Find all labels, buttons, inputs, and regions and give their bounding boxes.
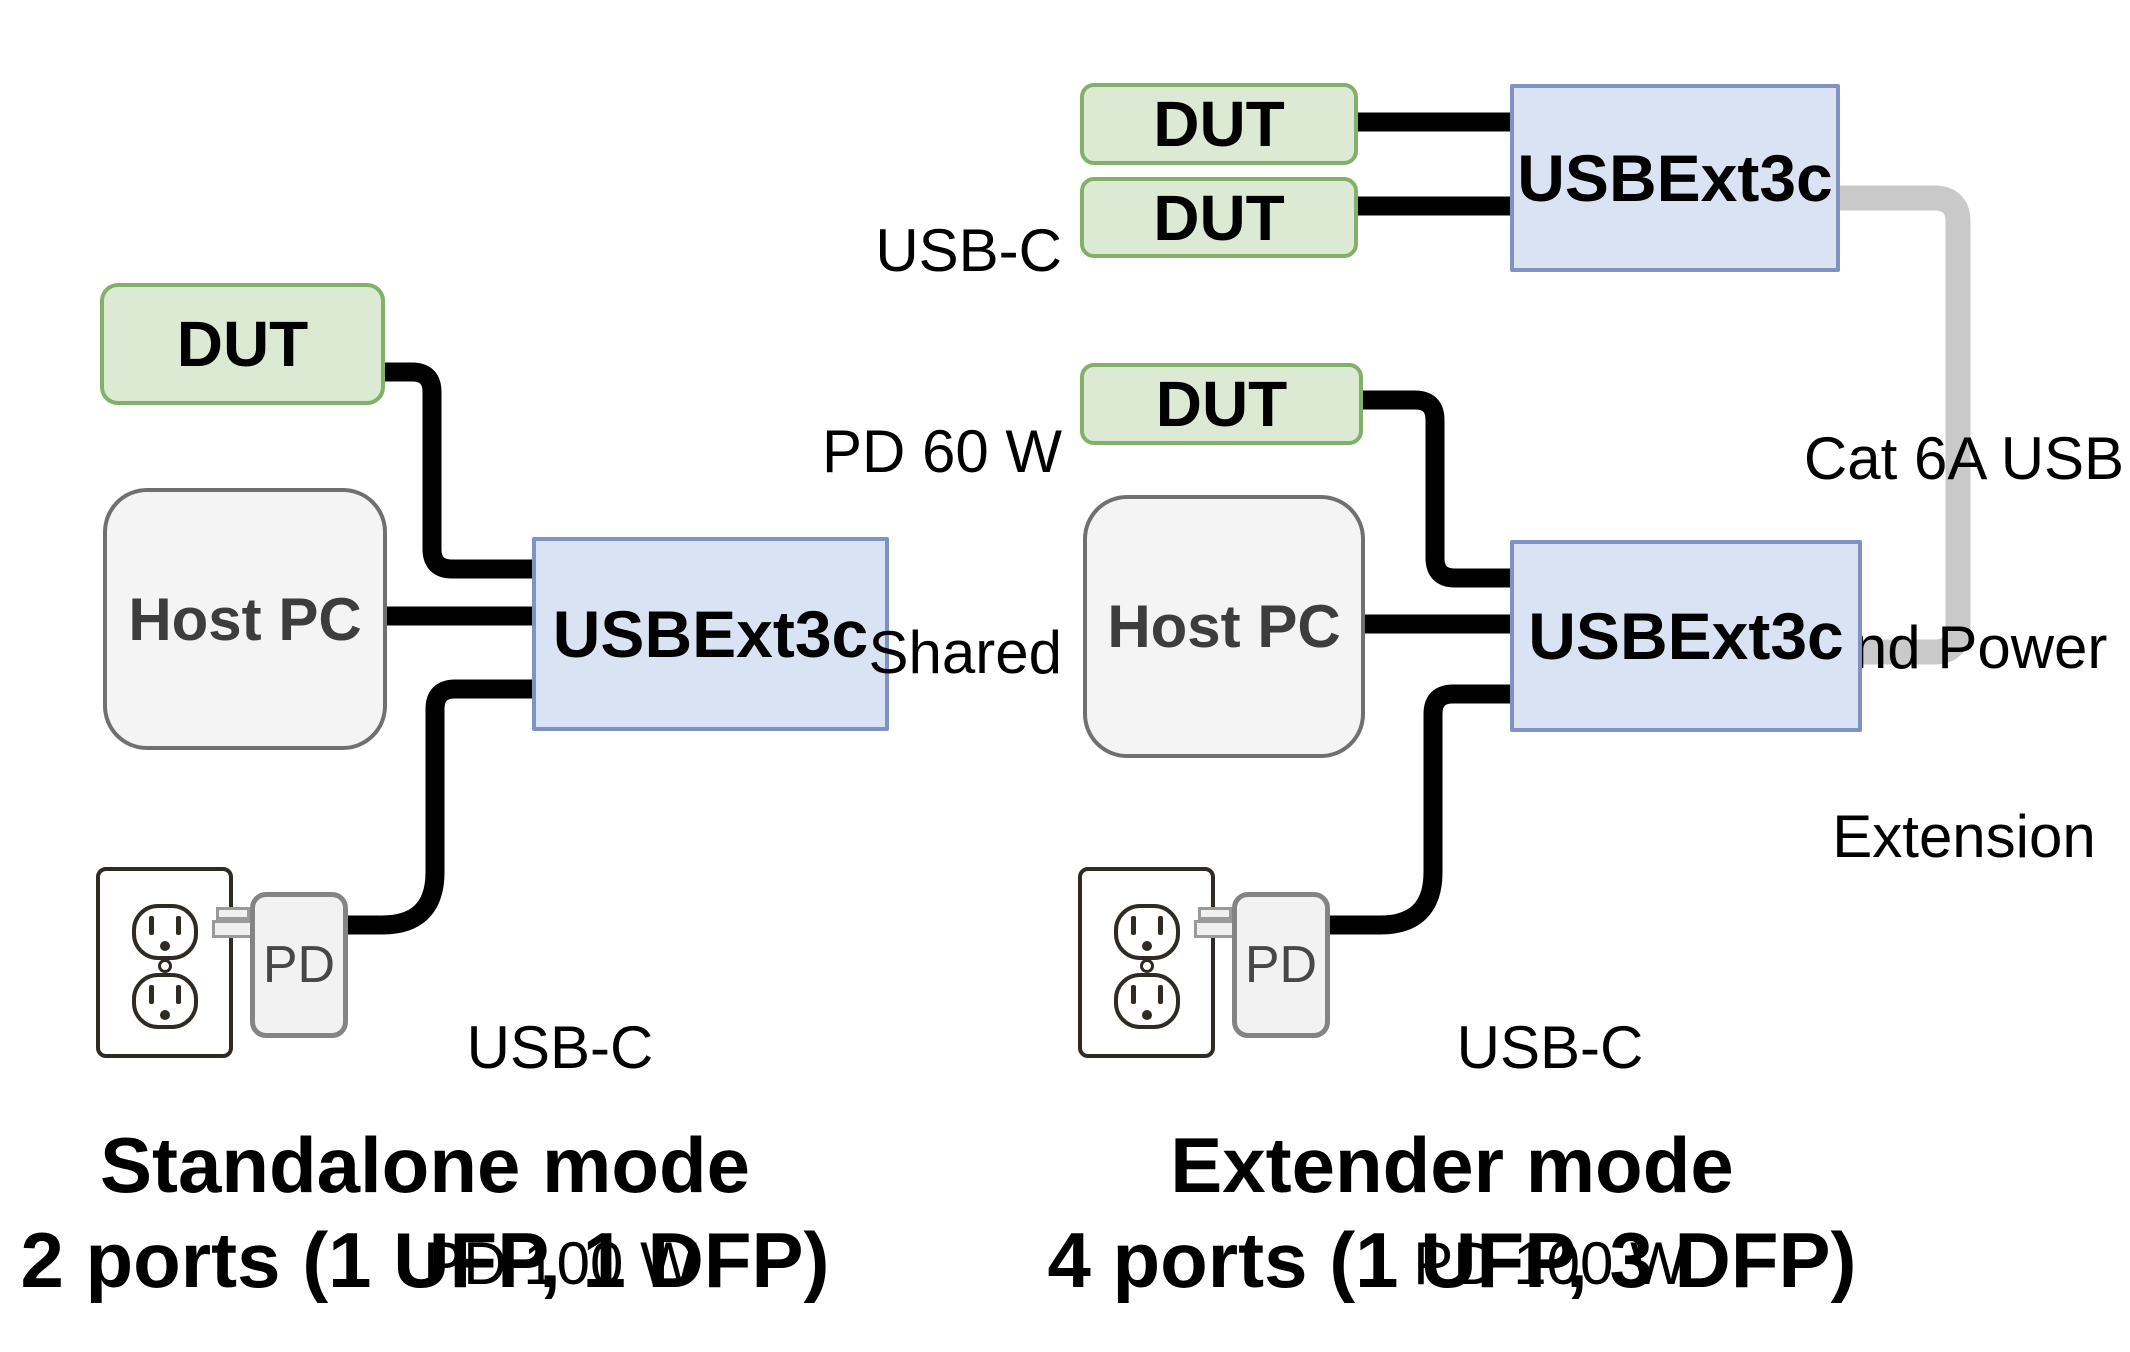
outlet-ground-hole	[1142, 1010, 1152, 1020]
extender-dut3-box: DUT	[1080, 363, 1363, 445]
usb-cable-dut-to-extender	[378, 362, 545, 579]
standalone-dut-box: DUT	[100, 283, 385, 405]
extender-power-label-line2: PD 100 W	[1413, 1230, 1687, 1297]
shared-power-label-line3: Shared	[868, 619, 1062, 686]
extender-pd-adapter: PD	[1232, 892, 1330, 1038]
outlet-receptacle	[1114, 904, 1180, 960]
extender-caption-line2: 4 ports (1 UFP, 3 DFP)	[1047, 1216, 1857, 1304]
outlet-receptacle	[1114, 973, 1180, 1029]
extender-power-label: USB-C PD 100 W	[1350, 868, 1750, 1352]
extender-pd-label: PD	[1244, 936, 1318, 994]
outlet-slot	[1158, 985, 1163, 1004]
standalone-caption-line1: Standalone mode	[99, 1121, 751, 1209]
outlet-ground-hole	[160, 941, 170, 951]
outlet-ground-hole	[160, 1010, 170, 1020]
standalone-usbext3c-label: USBExt3c	[552, 597, 869, 671]
outlet-screw	[1140, 959, 1154, 973]
usb-cable-dut3-to-extender	[1355, 390, 1520, 588]
cat6a-extension-cable	[1834, 185, 1971, 665]
standalone-pd-adapter: PD	[250, 892, 348, 1038]
outlet-ground-hole	[1142, 941, 1152, 951]
extender-dut1-label: DUT	[1153, 88, 1285, 160]
shared-power-label-line1: USB-C	[875, 217, 1062, 284]
standalone-caption-line2: 2 ports (1 UFP, 1 DFP)	[20, 1216, 830, 1304]
extender-power-label-line1: USB-C	[1456, 1014, 1644, 1081]
outlet-slot	[1131, 985, 1136, 1004]
extender-usbext3c-bottom-box: USBExt3c	[1510, 540, 1862, 732]
outlet-slot	[176, 916, 181, 935]
standalone-host-pc-box: Host PC	[103, 488, 387, 750]
standalone-caption: Standalone mode 2 ports (1 UFP, 1 DFP)	[0, 1118, 855, 1308]
power-cable-pd-to-extender	[340, 679, 545, 935]
standalone-host-pc-label: Host PC	[128, 585, 362, 653]
outlet-slot	[1158, 916, 1163, 935]
extender-dut1-box: DUT	[1080, 83, 1358, 165]
outlet-slot	[149, 985, 154, 1004]
extender-dut3-label: DUT	[1155, 368, 1288, 440]
standalone-power-label: USB-C PD 100 W	[360, 868, 760, 1352]
outlet-slot	[149, 916, 154, 935]
extender-host-pc-label: Host PC	[1107, 593, 1341, 660]
extender-dut2-box: DUT	[1080, 177, 1358, 258]
shared-power-label-line2: PD 60 W	[821, 418, 1062, 485]
standalone-pd-label: PD	[262, 936, 336, 994]
plug-prong	[216, 907, 250, 920]
cat6a-label-line1: Cat 6A USB	[1803, 425, 2125, 492]
power-outlet-icon	[1078, 867, 1215, 1058]
standalone-power-label-line1: USB-C	[466, 1014, 654, 1081]
standalone-power-label-line2: PD 100 W	[423, 1230, 697, 1297]
extender-usbext3c-top-box: USBExt3c	[1510, 84, 1840, 272]
outlet-receptacle	[132, 904, 198, 960]
extender-host-pc-box: Host PC	[1083, 495, 1365, 758]
extender-usbext3c-top-label: USBExt3c	[1517, 141, 1833, 215]
outlet-receptacle	[132, 973, 198, 1029]
standalone-usbext3c-box: USBExt3c	[532, 537, 889, 731]
outlet-slot	[176, 985, 181, 1004]
extender-dut2-label: DUT	[1153, 181, 1285, 254]
plug-prong	[1198, 907, 1232, 920]
cat6a-label-line3: Extension	[1832, 803, 2096, 870]
standalone-dut-label: DUT	[176, 308, 309, 380]
extender-caption: Extender mode 4 ports (1 UFP, 3 DFP)	[1022, 1118, 1882, 1308]
outlet-slot	[1131, 916, 1136, 935]
shared-power-label: USB-C PD 60 W Shared	[632, 83, 1062, 820]
outlet-screw	[158, 959, 172, 973]
power-cable-pd2-to-extender	[1324, 684, 1520, 935]
extender-caption-line1: Extender mode	[1170, 1121, 1734, 1209]
extender-usbext3c-bottom-label: USBExt3c	[1528, 599, 1844, 673]
power-outlet-icon	[96, 867, 233, 1058]
